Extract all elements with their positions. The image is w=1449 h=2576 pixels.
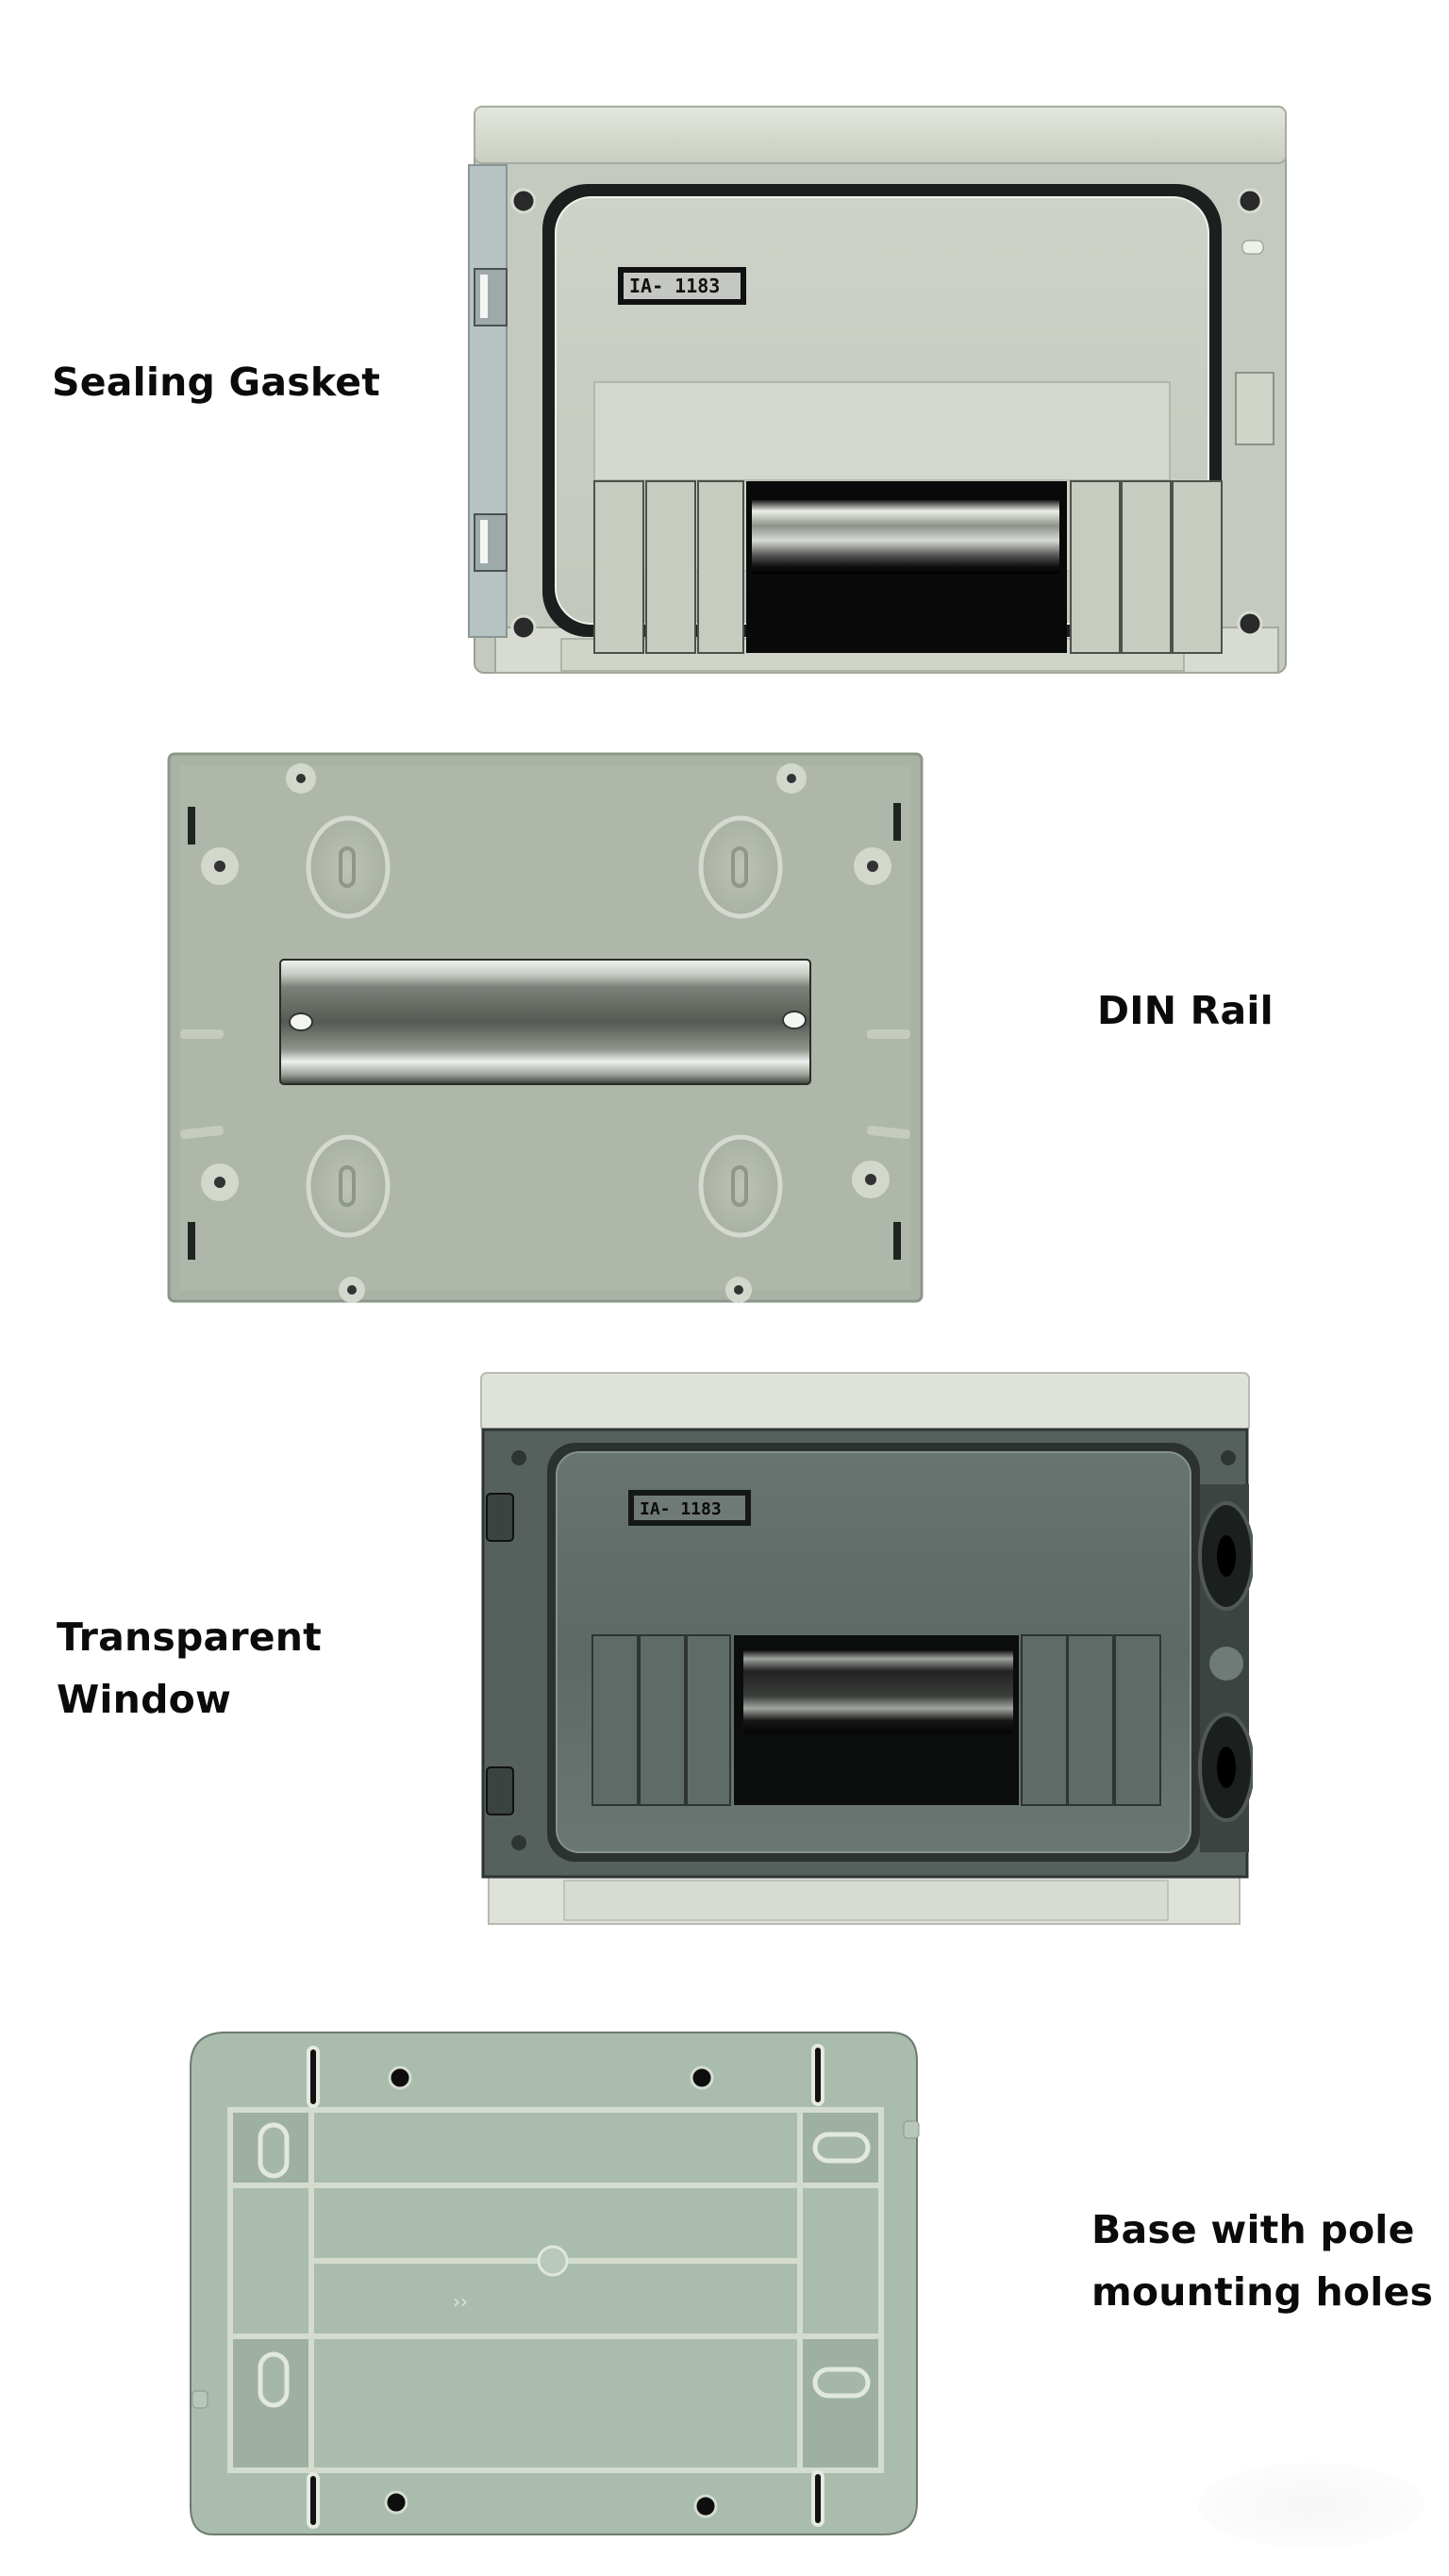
enclosure-closed-image: IA- 1183 xyxy=(467,99,1290,680)
label-line: Transparent xyxy=(57,1614,322,1660)
breaker-label-text: IA- 1183 xyxy=(629,275,720,297)
label-line: mounting holes xyxy=(1091,2269,1434,2315)
label-line: DIN Rail xyxy=(1097,988,1274,1033)
feature-label-sealing-gasket: Sealing Gasket xyxy=(52,351,380,413)
label-line: Base with pole xyxy=(1091,2207,1415,2252)
feature-label-transparent-window: Transparent Window xyxy=(57,1606,322,1731)
enclosure-base-image: ›› xyxy=(185,2019,924,2540)
feature-label-din-rail: DIN Rail xyxy=(1097,979,1274,1042)
background-smudge xyxy=(1198,2463,1424,2548)
label-line: Window xyxy=(57,1677,232,1722)
enclosure-open-image xyxy=(167,750,925,1307)
feature-label-base-pole-mounting: Base with pole mounting holes xyxy=(1091,2199,1433,2323)
breaker-label-text: IA- 1183 xyxy=(640,1499,722,1519)
label-line: Sealing Gasket xyxy=(52,360,381,405)
din-rail-illustration xyxy=(167,752,924,1303)
base-plate-illustration: ›› xyxy=(190,2032,920,2535)
transparent-window-illustration: IA- 1183 xyxy=(480,1372,1253,1925)
enclosure-gasket-illustration: IA- 1183 xyxy=(468,106,1287,674)
arrow-marker-icon: ›› xyxy=(453,2290,468,2313)
enclosure-transparent-image: IA- 1183 xyxy=(479,1371,1253,1928)
